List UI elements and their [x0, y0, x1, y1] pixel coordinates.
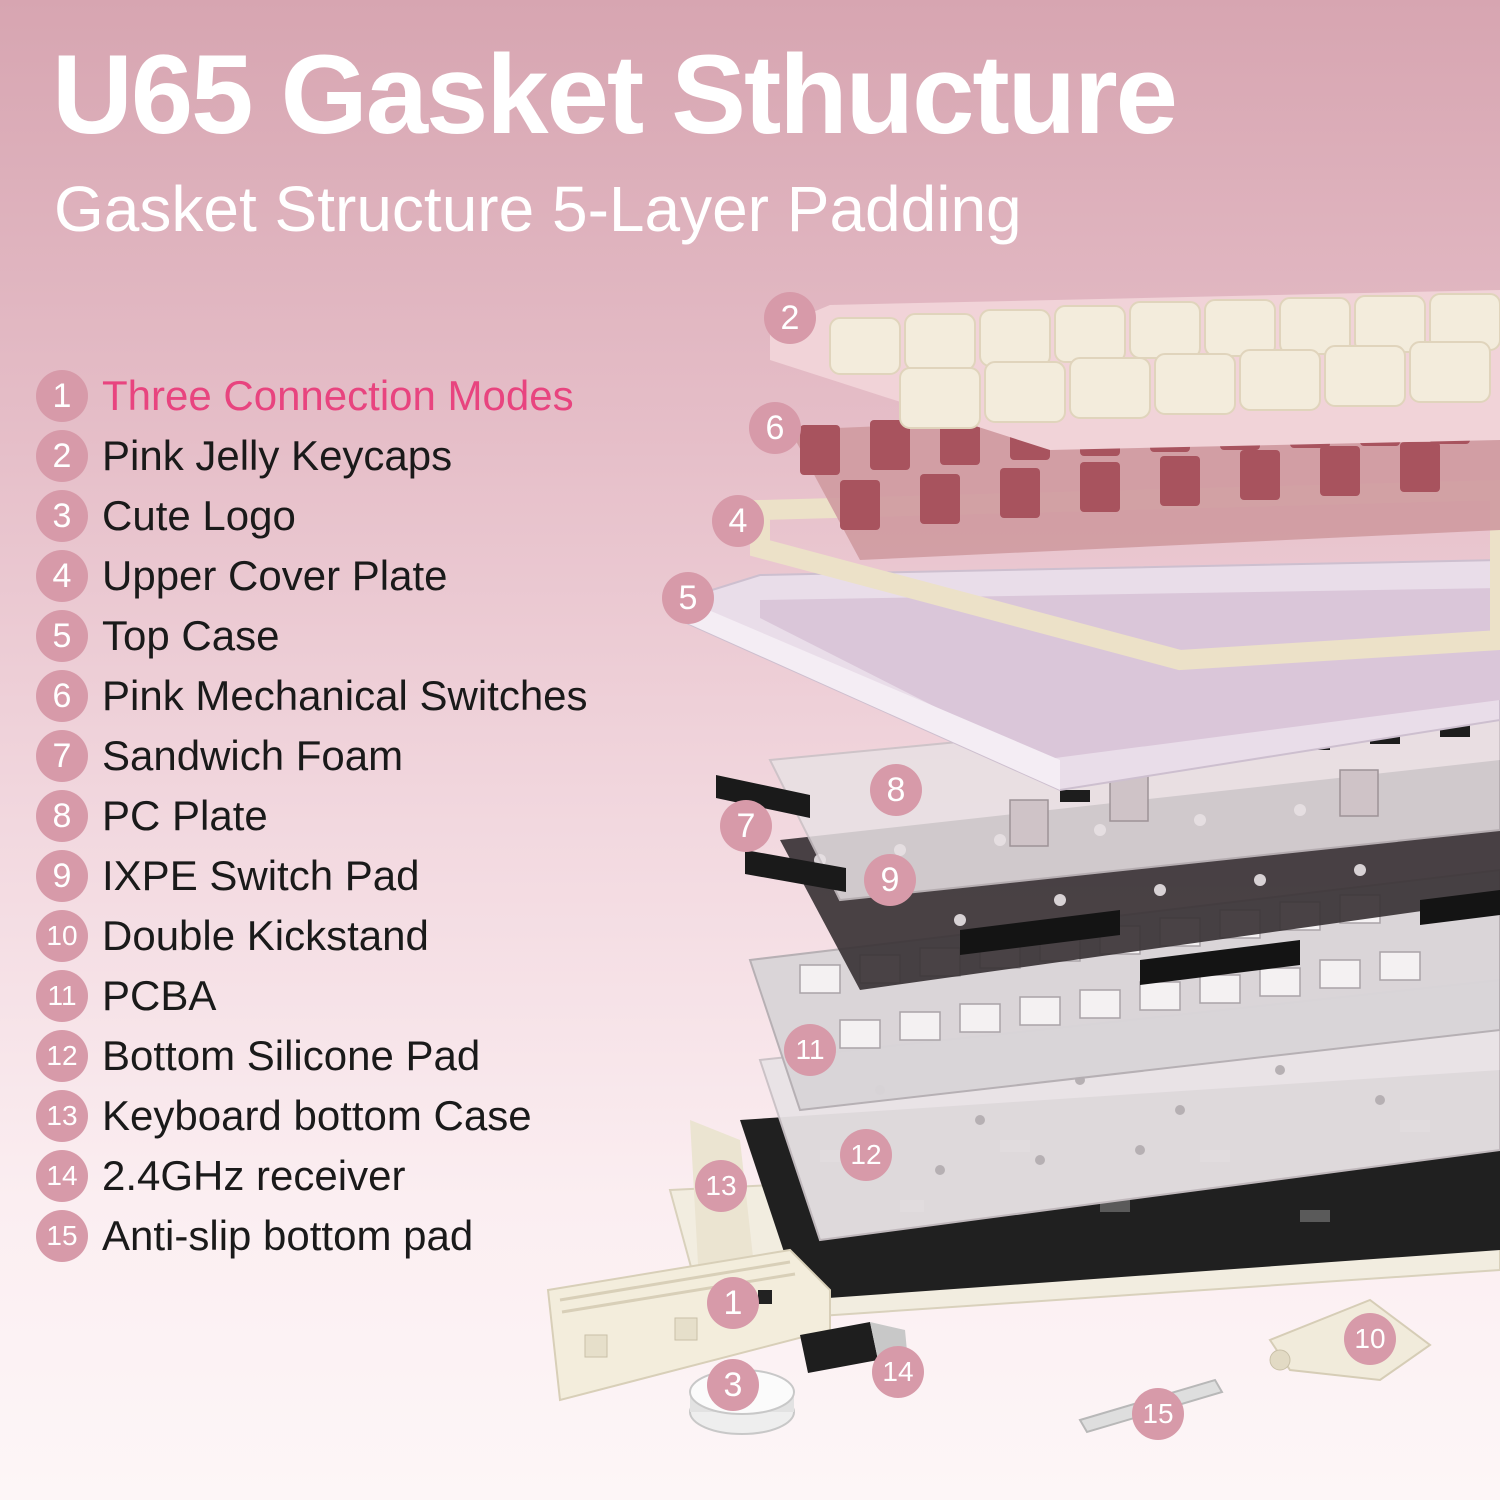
callout-badge: 3 [707, 1359, 759, 1411]
legend-label: IXPE Switch Pad [102, 852, 420, 899]
legend-number: 12 [36, 1030, 88, 1082]
legend-label: Bottom Silicone Pad [102, 1032, 481, 1079]
callout-badge: 14 [872, 1346, 924, 1398]
legend-item: 14 2.4GHz receiver [36, 1146, 588, 1206]
legend-label: Double Kickstand [102, 912, 429, 959]
legend-item: 12 Bottom Silicone Pad [36, 1026, 588, 1086]
legend-item: 5 Top Case [36, 606, 588, 666]
legend-number: 1 [36, 370, 88, 422]
callout-badge: 10 [1344, 1313, 1396, 1365]
legend-label: Upper Cover Plate [102, 552, 448, 599]
legend-number: 13 [36, 1090, 88, 1142]
legend-item: 6 Pink Mechanical Switches [36, 666, 588, 726]
legend-label: Pink Jelly Keycaps [102, 432, 453, 479]
page-title: U65 Gasket Sthucture [52, 32, 1178, 157]
legend-item: 11 PCBA [36, 966, 588, 1026]
legend-item: 3 Cute Logo [36, 486, 588, 546]
callout-badge: 2 [764, 292, 816, 344]
legend-item: 13 Keyboard bottom Case [36, 1086, 588, 1146]
callout-badge: 8 [870, 764, 922, 816]
sandwich-foam-strips [716, 775, 846, 892]
legend-number: 2 [36, 430, 88, 482]
callout-badge: 13 [695, 1160, 747, 1212]
callout-badge: 4 [712, 495, 764, 547]
callout-badge: 9 [864, 854, 916, 906]
legend-label: Three Connection Modes [102, 372, 574, 419]
legend-number: 4 [36, 550, 88, 602]
legend-number: 7 [36, 730, 88, 782]
callout-badge: 6 [749, 402, 801, 454]
legend-label: Keyboard bottom Case [102, 1092, 532, 1139]
legend-item: 4 Upper Cover Plate [36, 546, 588, 606]
legend-label: PC Plate [102, 792, 268, 839]
legend-item: 9 IXPE Switch Pad [36, 846, 588, 906]
legend-label: Top Case [102, 612, 280, 659]
legend-label: Pink Mechanical Switches [102, 672, 588, 719]
legend-item: 7 Sandwich Foam [36, 726, 588, 786]
page-subtitle: Gasket Structure 5-Layer Padding [54, 173, 1022, 245]
legend-item: 2 Pink Jelly Keycaps [36, 426, 588, 486]
legend-number: 14 [36, 1150, 88, 1202]
legend-number: 8 [36, 790, 88, 842]
legend-number: 9 [36, 850, 88, 902]
legend-number: 10 [36, 910, 88, 962]
legend-number: 11 [36, 970, 88, 1022]
legend-label: PCBA [102, 972, 217, 1019]
callout-badge: 12 [840, 1129, 892, 1181]
legend-number: 5 [36, 610, 88, 662]
callout-badge: 11 [784, 1024, 836, 1076]
legend-label: Sandwich Foam [102, 732, 404, 779]
legend-number: 3 [36, 490, 88, 542]
legend-item: 1 Three Connection Modes [36, 366, 588, 426]
legend-label: 2.4GHz receiver [102, 1152, 406, 1199]
callout-badge: 5 [662, 572, 714, 624]
feature-legend: 1 Three Connection Modes 2 Pink Jelly Keyc… [36, 366, 588, 1266]
connection-mode-panel [546, 1248, 831, 1402]
legend-number: 15 [36, 1210, 88, 1262]
legend-item: 15 Anti-slip bottom pad [36, 1206, 588, 1266]
callout-badge: 15 [1132, 1388, 1184, 1440]
legend-label: Cute Logo [102, 492, 296, 539]
legend-item: 8 PC Plate [36, 786, 588, 846]
keycaps-layer [770, 290, 1500, 450]
legend-label: Anti-slip bottom pad [102, 1212, 474, 1259]
legend-item: 10 Double Kickstand [36, 906, 588, 966]
callout-badge: 7 [720, 800, 772, 852]
legend-number: 6 [36, 670, 88, 722]
callout-badge: 1 [707, 1277, 759, 1329]
